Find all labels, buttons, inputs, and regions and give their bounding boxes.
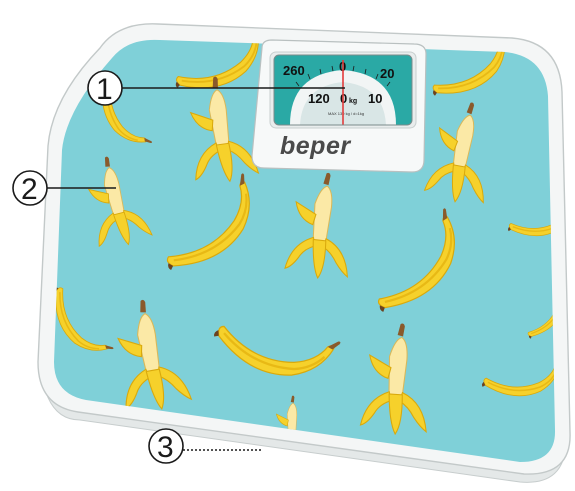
dial-number-10: 10 (368, 91, 382, 106)
dial-fine-print: MAX 130 kg / d=1kg (328, 111, 364, 116)
brand-logo: beper (280, 132, 351, 160)
dial-number-120: 120 (308, 91, 330, 106)
dial-face: 260 0 20 120 0 kg 10 MAX 130 kg / d=1kg (274, 55, 412, 125)
callout-1-label: 1 (96, 73, 113, 106)
dial-unit: kg (349, 98, 357, 105)
dial-number-260: 260 (283, 63, 305, 78)
dial-number-20: 20 (380, 66, 394, 81)
callout-2-label: 2 (21, 173, 38, 206)
callout-3-label: 3 (157, 431, 174, 464)
